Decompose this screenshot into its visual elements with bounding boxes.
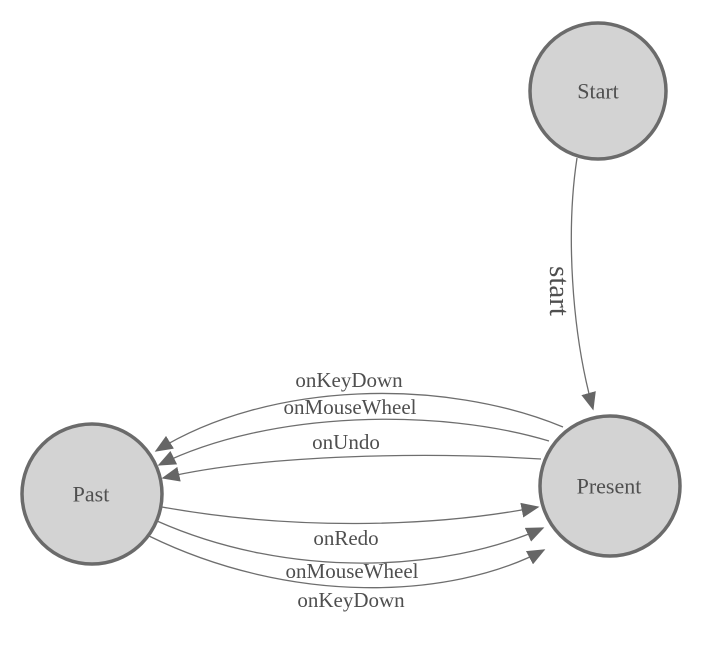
edge-label-onmousewheel-top: onMouseWheel	[284, 395, 417, 419]
edge-past-to-present-onmousewheel: onMouseWheel	[156, 520, 545, 583]
edge-line-onredo	[161, 502, 540, 525]
edge-label-onmousewheel-bottom: onMouseWheel	[286, 559, 419, 583]
edge-line-onkeydown-bottom	[148, 535, 546, 589]
edge-present-to-past-onkeydown: onKeyDown	[154, 368, 564, 452]
node-past-label: Past	[73, 482, 110, 507]
edge-label-onkeydown-top: onKeyDown	[295, 368, 403, 392]
edge-line-onkeydown-top	[154, 392, 564, 452]
node-present-label: Present	[577, 474, 642, 499]
edge-past-to-present-onredo: onRedo	[161, 502, 540, 550]
edge-present-to-past-onundo: onUndo	[161, 430, 542, 482]
node-present-circle[interactable]	[538, 414, 682, 558]
edge-line-onmousewheel-top	[157, 418, 550, 466]
node-past-circle[interactable]	[20, 422, 164, 566]
node-past[interactable]: Past	[20, 422, 164, 566]
edge-line-onmousewheel-bottom	[156, 520, 545, 564]
node-present[interactable]: Present	[538, 414, 682, 558]
edge-start-to-present: start	[543, 157, 596, 411]
edge-present-to-past-onmousewheel: onMouseWheel	[157, 395, 550, 466]
node-start-circle[interactable]	[528, 21, 668, 161]
node-start-label: Start	[577, 79, 619, 104]
edge-label-onkeydown-bottom: onKeyDown	[297, 588, 405, 612]
edge-label-onundo: onUndo	[312, 430, 380, 454]
edge-label-start: start	[543, 266, 575, 316]
node-start[interactable]: Start	[528, 21, 668, 161]
edge-line-onundo	[161, 454, 542, 482]
edge-past-to-present-onkeydown: onKeyDown	[148, 535, 546, 612]
edge-line-start	[570, 157, 596, 411]
edge-label-onredo: onRedo	[313, 526, 378, 550]
